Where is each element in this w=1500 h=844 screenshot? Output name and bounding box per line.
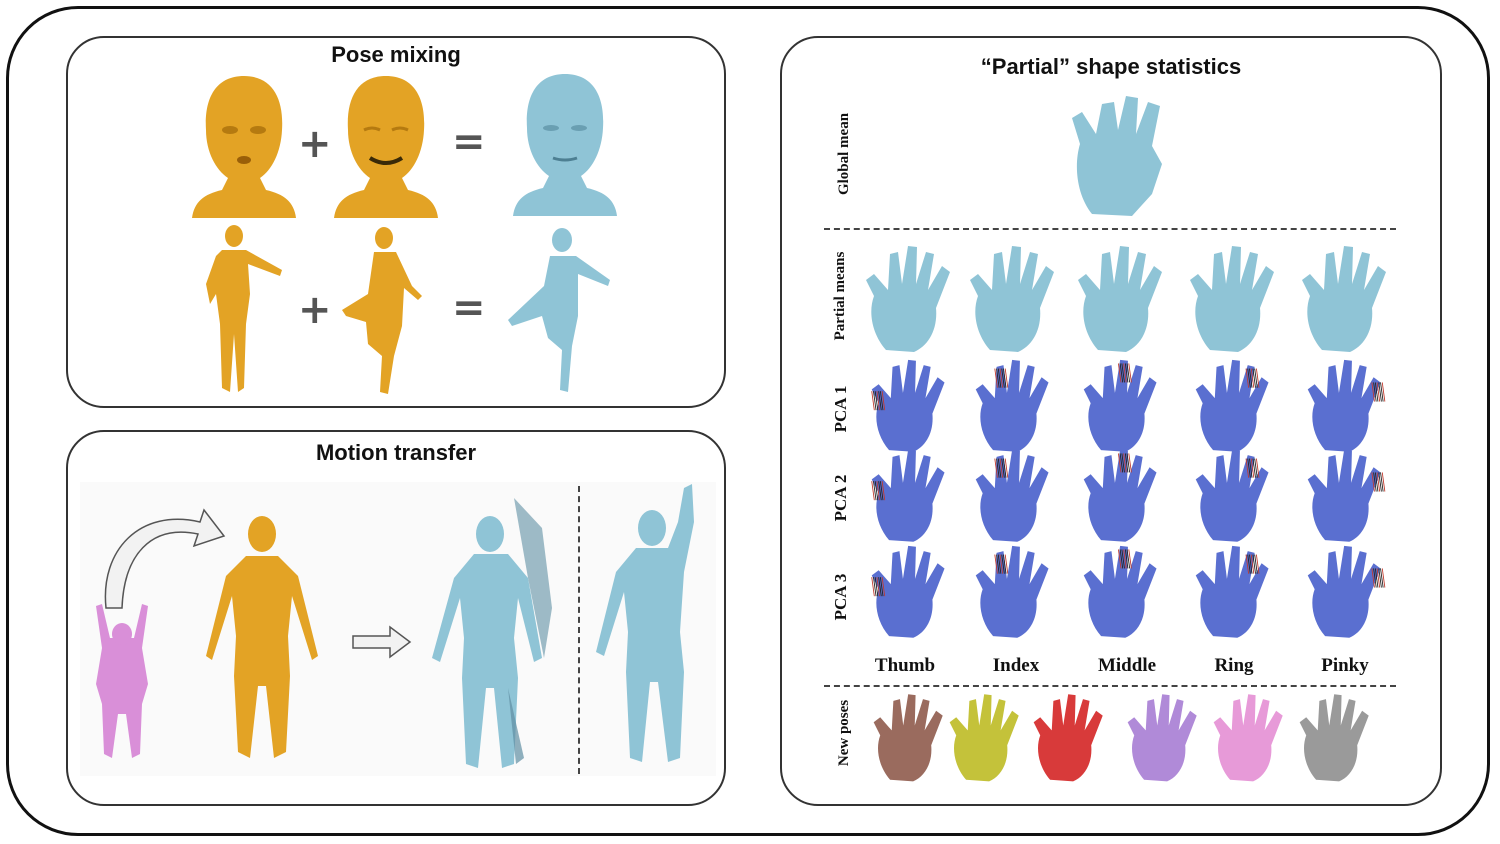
curved-arrow [104, 508, 226, 609]
motion-divider [578, 486, 580, 774]
row-label-global-mean: Global mean [836, 112, 852, 196]
face-source-a [192, 76, 296, 218]
new-pose-hand-2 [949, 694, 1019, 782]
body-result [508, 228, 610, 392]
new-pose-hand-3 [1033, 694, 1103, 782]
column-label-ring: Ring [1214, 655, 1254, 676]
face-source-b [334, 76, 438, 218]
partial-statistics-title: “Partial” shape statistics [980, 54, 1242, 79]
partial-mean-hand-ring [1190, 246, 1274, 352]
column-label-index: Index [992, 655, 1040, 676]
pca2-hand-thumb [871, 449, 945, 542]
motion-result-body [596, 484, 694, 762]
straight-arrow [352, 625, 412, 659]
body-source-b [342, 227, 422, 394]
row-label-partial-means: Partial means [832, 251, 848, 341]
pca1-hand-pinky [1307, 359, 1386, 452]
face-result [513, 74, 617, 216]
row-label-pca2: PCA 2 [831, 474, 850, 522]
row-label-new-poses: New poses [836, 699, 852, 767]
pca2-hand-index [975, 449, 1049, 542]
pca1-hand-ring [1195, 359, 1269, 452]
pca1-hand-thumb [871, 359, 945, 452]
motion-target-body [206, 516, 318, 758]
body-source-a [206, 225, 282, 392]
pca3-hand-middle [1083, 545, 1157, 638]
global-mean-hand [1072, 96, 1162, 216]
plus-operator-faces: + [298, 121, 332, 167]
pca2-hand-pinky [1307, 449, 1386, 542]
figure-frame [6, 6, 1490, 836]
divider-global-partial [824, 228, 1396, 230]
partial-mean-hand-pinky [1302, 246, 1386, 352]
column-label-middle: Middle [1097, 655, 1157, 676]
pca3-hand-index [975, 545, 1049, 638]
pose-mixing-title: Pose mixing [331, 42, 461, 67]
column-label-pinky: Pinky [1321, 655, 1369, 676]
motion-result-trails [432, 498, 552, 768]
motion-transfer-title: Motion transfer [315, 440, 477, 465]
motion-source-body [96, 604, 148, 758]
divider-new-poses [824, 685, 1396, 687]
pca1-hand-index [975, 359, 1049, 452]
equals-operator-faces: = [452, 119, 486, 165]
column-label-thumb: Thumb [874, 655, 936, 676]
row-label-pca1: PCA 1 [831, 385, 850, 433]
new-pose-hand-1 [873, 694, 943, 782]
row-label-pca3: PCA 3 [831, 573, 850, 621]
new-pose-hand-6 [1299, 694, 1369, 782]
equals-operator-bodies: = [452, 285, 486, 331]
pca1-hand-middle [1083, 359, 1157, 452]
new-pose-hand-5 [1213, 694, 1283, 782]
pca3-hand-ring [1195, 545, 1269, 638]
plus-operator-bodies: + [298, 287, 332, 333]
pca2-hand-middle [1083, 449, 1157, 542]
new-pose-hand-4 [1127, 694, 1197, 782]
pca2-hand-ring [1195, 449, 1269, 542]
pca3-hand-thumb [871, 545, 945, 638]
partial-mean-hand-middle [1078, 246, 1162, 352]
pca3-hand-pinky [1307, 545, 1386, 638]
partial-mean-hand-thumb [866, 246, 950, 352]
partial-mean-hand-index [970, 246, 1054, 352]
